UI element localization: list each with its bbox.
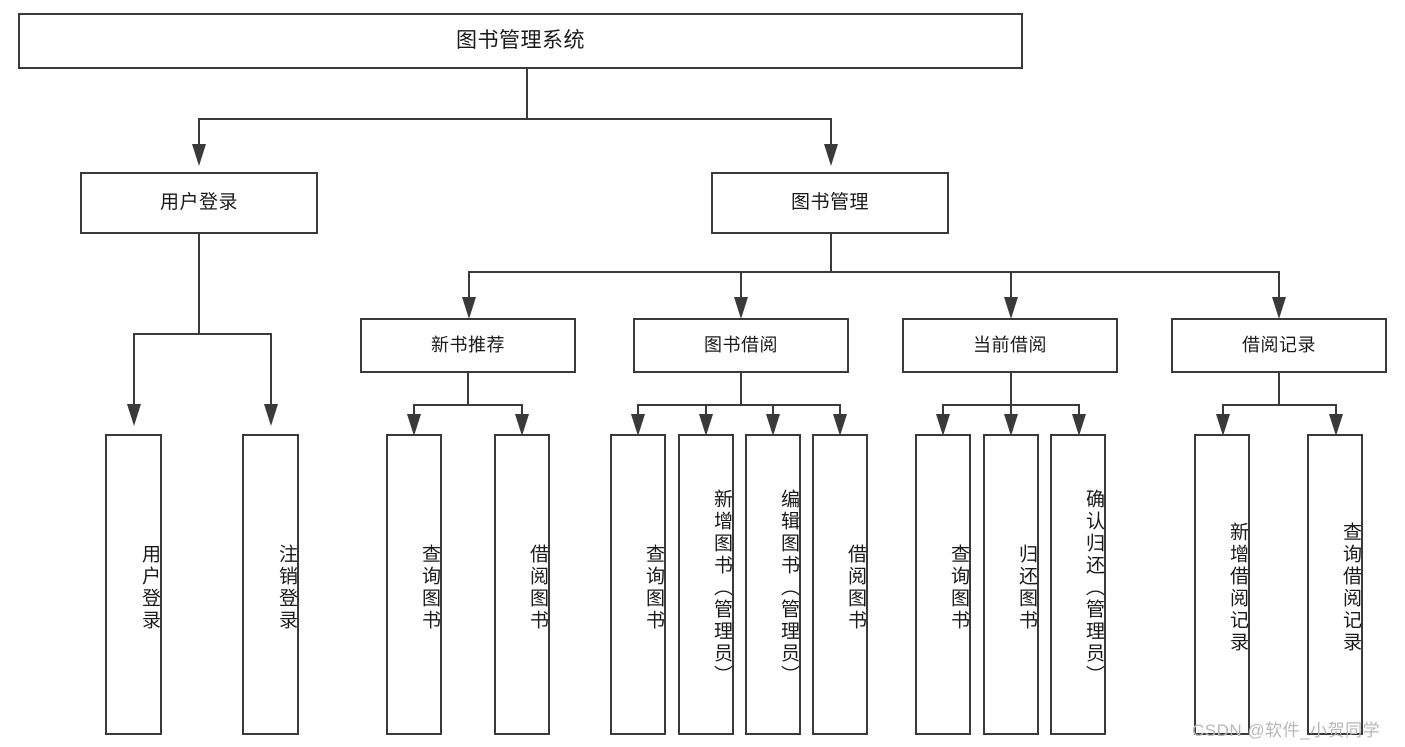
leaf-query-borrow-record[interactable]: 查询借阅记录: [1307, 434, 1363, 735]
leaf-logout[interactable]: 注销登录: [242, 434, 299, 735]
connector-user-login-drop-2: [270, 333, 272, 406]
node-user-login[interactable]: 用户登录: [80, 172, 318, 234]
connector-borrow-record-drop-1: [1222, 404, 1224, 418]
connector-book-borrow-drop-2: [705, 404, 707, 418]
connector-book-mgmt-drop-4: [1278, 271, 1280, 299]
node-new-book-recommend[interactable]: 新书推荐: [360, 318, 576, 373]
node-label: 归还图书: [1016, 543, 1037, 632]
arrowhead-icon: [1004, 414, 1018, 436]
connector-book-borrow-drop-4: [839, 404, 841, 418]
node-label: 图书管理: [790, 192, 869, 214]
node-label: 当前借阅: [973, 335, 1047, 356]
leaf-add-book-admin[interactable]: 新增图书（管理员）: [678, 434, 734, 735]
arrowhead-icon: [699, 414, 713, 436]
leaf-return-book[interactable]: 归还图书: [983, 434, 1039, 735]
connector-user-login-drop-1: [133, 333, 135, 406]
node-label: 借阅图书: [527, 543, 548, 632]
arrowhead-icon: [824, 144, 838, 166]
node-current-borrow[interactable]: 当前借阅: [902, 318, 1118, 373]
connector-root-drop-right: [830, 118, 832, 146]
connector-borrow-record-drop-2: [1335, 404, 1337, 418]
node-label: 图书管理系统: [456, 28, 585, 52]
leaf-add-borrow-record[interactable]: 新增借阅记录: [1194, 434, 1250, 735]
arrowhead-icon: [1072, 414, 1086, 436]
leaf-edit-book-admin[interactable]: 编辑图书（管理员）: [745, 434, 801, 735]
connector-current-borrow-drop-2: [1010, 404, 1012, 418]
node-label: 查询图书: [419, 543, 440, 632]
node-book-borrow[interactable]: 图书借阅: [633, 318, 849, 373]
connector-book-mgmt-drop-2: [740, 271, 742, 299]
connector-root-stem: [526, 69, 528, 119]
node-label: 查询图书: [948, 543, 969, 632]
connector-current-borrow-drop-1: [942, 404, 944, 418]
node-label: 新增借阅记录: [1227, 521, 1248, 654]
node-label: 查询图书: [643, 543, 664, 632]
leaf-query-book-3[interactable]: 查询图书: [915, 434, 971, 735]
connector-root-drop-left: [198, 118, 200, 146]
node-label: 编辑图书（管理员）: [778, 488, 799, 687]
connector-book-mgmt-drop-1: [468, 271, 470, 299]
node-label: 新增图书（管理员）: [711, 488, 732, 687]
arrowhead-icon: [515, 414, 529, 436]
arrowhead-icon: [766, 414, 780, 436]
connector-book-borrow-drop-3: [772, 404, 774, 418]
arrowhead-icon: [462, 297, 476, 319]
leaf-query-book-1[interactable]: 查询图书: [386, 434, 442, 735]
arrowhead-icon: [734, 297, 748, 319]
node-book-management[interactable]: 图书管理: [711, 172, 949, 234]
connector-user-login-stem: [198, 234, 200, 334]
connector-book-mgmt-bus: [468, 271, 1280, 273]
node-label: 确认归还（管理员）: [1083, 488, 1104, 687]
connector-book-mgmt-stem: [830, 234, 832, 272]
connector-borrow-record-bus: [1222, 404, 1337, 406]
leaf-confirm-return-admin[interactable]: 确认归还（管理员）: [1050, 434, 1106, 735]
node-borrow-record[interactable]: 借阅记录: [1171, 318, 1387, 373]
connector-new-book-bus: [413, 404, 523, 406]
arrowhead-icon: [264, 404, 278, 426]
node-label: 查询借阅记录: [1340, 521, 1361, 654]
connector-user-login-bus: [133, 333, 271, 335]
node-root-system[interactable]: 图书管理系统: [18, 13, 1023, 69]
connector-root-bus: [198, 118, 832, 120]
node-label: 新书推荐: [431, 335, 505, 356]
csdn-watermark: CSDN @软件_小贺同学: [1192, 721, 1381, 740]
node-label: 图书借阅: [704, 335, 778, 356]
connector-borrow-record-stem: [1278, 373, 1280, 405]
arrowhead-icon: [407, 414, 421, 436]
arrowhead-icon: [1004, 297, 1018, 319]
leaf-borrow-book-1[interactable]: 借阅图书: [494, 434, 550, 735]
arrowhead-icon: [127, 404, 141, 426]
connector-current-borrow-drop-3: [1078, 404, 1080, 418]
node-label: 用户登录: [159, 192, 238, 214]
node-label: 借阅图书: [845, 543, 866, 632]
leaf-user-login[interactable]: 用户登录: [105, 434, 162, 735]
arrowhead-icon: [1216, 414, 1230, 436]
connector-book-borrow-drop-1: [637, 404, 639, 418]
connector-current-borrow-stem: [1010, 373, 1012, 405]
connector-book-mgmt-drop-3: [1010, 271, 1012, 299]
leaf-query-book-2[interactable]: 查询图书: [610, 434, 666, 735]
connector-new-book-drop-1: [413, 404, 415, 418]
connector-book-borrow-bus: [637, 404, 841, 406]
arrowhead-icon: [192, 144, 206, 166]
arrowhead-icon: [936, 414, 950, 436]
arrowhead-icon: [833, 414, 847, 436]
node-label: 借阅记录: [1242, 335, 1316, 356]
node-label: 用户登录: [139, 543, 160, 632]
connector-new-book-drop-2: [521, 404, 523, 418]
arrowhead-icon: [631, 414, 645, 436]
node-label: 注销登录: [276, 543, 297, 632]
connector-book-borrow-stem: [740, 373, 742, 405]
arrowhead-icon: [1329, 414, 1343, 436]
arrowhead-icon: [1272, 297, 1286, 319]
leaf-borrow-book-2[interactable]: 借阅图书: [812, 434, 868, 735]
connector-new-book-stem: [467, 373, 469, 405]
